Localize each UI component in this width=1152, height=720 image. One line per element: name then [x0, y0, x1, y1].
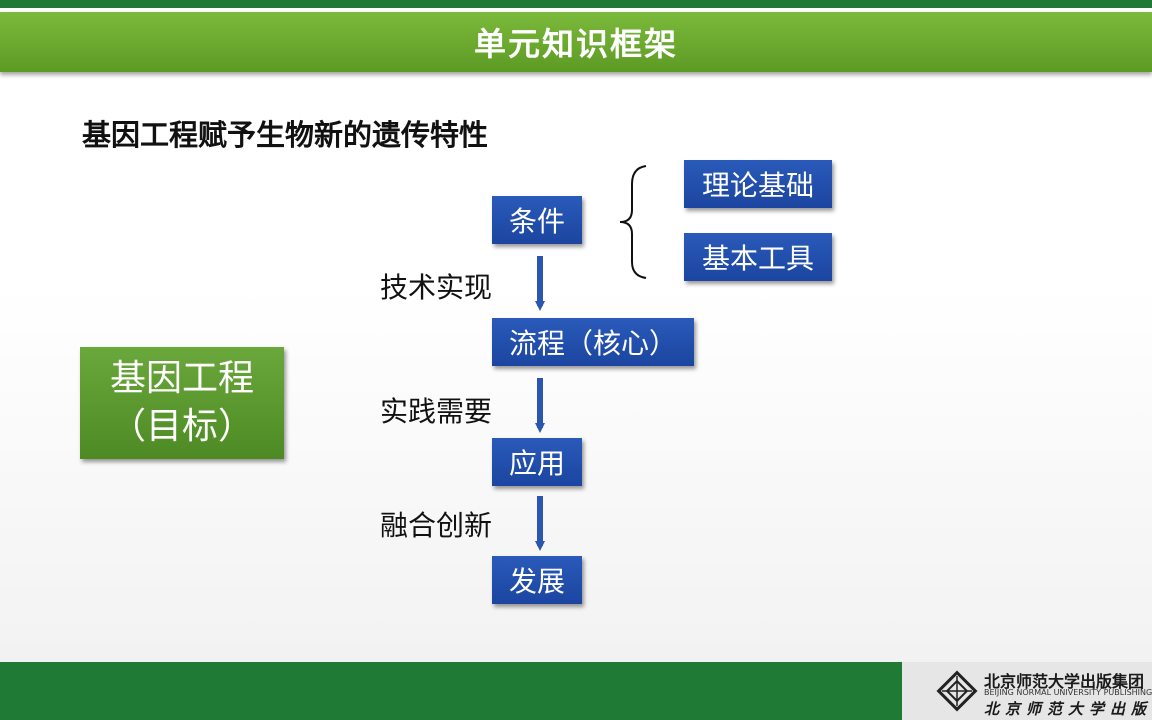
- publisher-name-cn-short: 北京师范大学出版社: [984, 700, 1152, 718]
- node-basic-tools: 基本工具: [684, 233, 832, 281]
- node-theory-basis: 理论基础: [684, 160, 832, 208]
- publisher-name-cn: 北京师范大学出版集团: [984, 672, 1145, 691]
- publisher-logo-area: 北京师范大学出版集团 BEIJING NORMAL UNIVERSITY PUB…: [902, 662, 1152, 720]
- slide-title: 单元知识框架: [473, 25, 678, 63]
- subtitle: 基因工程赋予生物新的遗传特性: [82, 118, 489, 152]
- node-conditions: 条件: [492, 196, 582, 244]
- title-bar: 单元知识框架: [0, 12, 1152, 72]
- node-development: 发展: [492, 556, 582, 604]
- node-application: 应用: [492, 438, 582, 486]
- goal-box: 基因工程 （目标）: [80, 347, 284, 459]
- top-strip: [0, 0, 1152, 8]
- brace: [619, 165, 647, 279]
- edge-label-1: 技术实现: [380, 271, 493, 304]
- publisher-logo-icon: [936, 670, 978, 712]
- edge-label-3: 融合创新: [380, 509, 493, 542]
- node-process: 流程（核心）: [492, 318, 694, 366]
- publisher-name-en: BEIJING NORMAL UNIVERSITY PUBLISHING GRO…: [984, 688, 1152, 697]
- footer-bar: [0, 662, 902, 720]
- goal-line-1: 基因工程: [109, 358, 254, 399]
- edge-label-2: 实践需要: [380, 395, 493, 428]
- goal-line-2: （目标）: [109, 406, 254, 447]
